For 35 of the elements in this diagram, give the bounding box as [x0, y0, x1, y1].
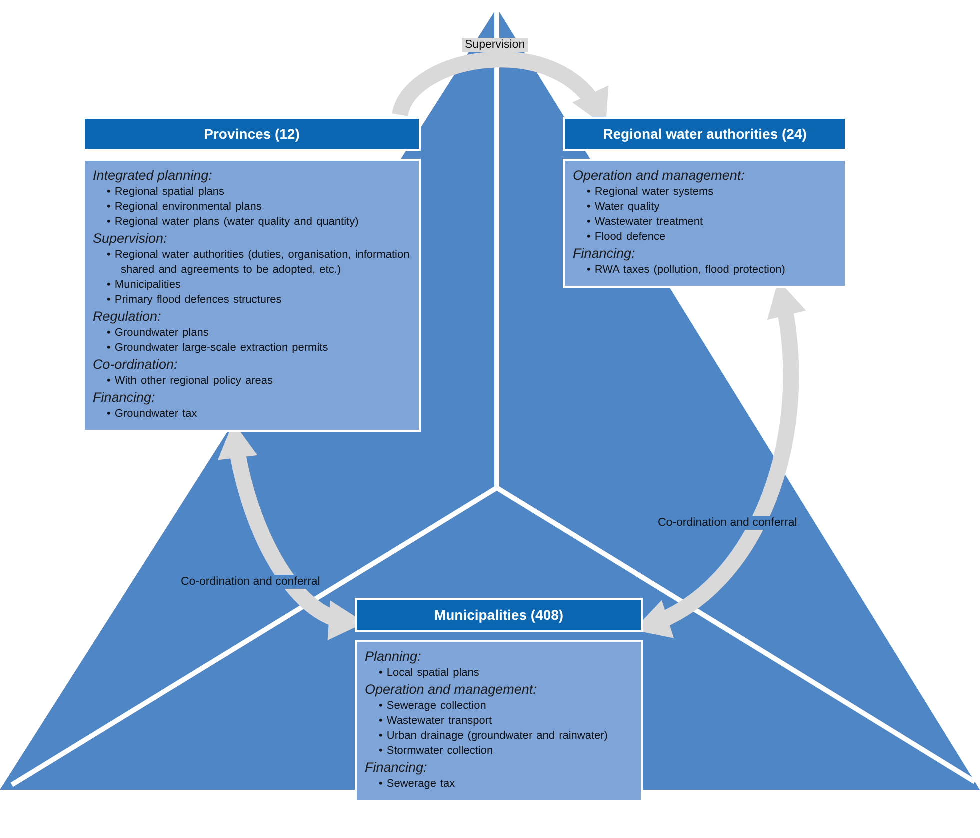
section-heading: Supervision: — [93, 230, 168, 248]
section-heading: Financing: — [365, 759, 428, 777]
list-item: • With other regional policy areas — [107, 374, 274, 389]
list-item: • Groundwater tax — [107, 407, 198, 422]
section-heading: Financing: — [93, 389, 156, 407]
list-item: • Wastewater treatment — [587, 215, 704, 230]
list-item: • Wastewater transport — [379, 714, 494, 729]
list-item: • Municipalities — [107, 278, 182, 293]
section-heading: Planning: — [365, 648, 422, 666]
list-item: • Groundwater plans — [107, 326, 210, 341]
section-heading: Co-ordination: — [93, 356, 179, 374]
section-heading: Integrated planning: — [93, 167, 214, 185]
list-item: • Regional water authorities (duties, organisation, information shared and agreements to be adopted, etc.) — [107, 248, 411, 278]
edge-label: Supervision — [462, 38, 528, 52]
list-item: • Sewerage collection — [379, 699, 488, 714]
section-heading: Operation and management: — [365, 681, 538, 699]
list-item: • Regional water systems — [587, 185, 715, 200]
list-item: • Regional water plans (water quality and quantity) — [107, 215, 360, 230]
list-item: • Primary flood defences structures — [107, 293, 283, 308]
section-heading: Financing: — [573, 245, 636, 263]
header-bar: Municipalities (408) — [355, 598, 643, 632]
list-item: • Stormwater collection — [379, 744, 494, 759]
list-item: • Sewerage tax — [379, 777, 456, 792]
list-item: • Regional environmental plans — [107, 200, 263, 215]
header-bar: Regional water authorities (24) — [563, 117, 847, 151]
list-item: • Urban drainage (groundwater and rainwater) — [379, 729, 609, 744]
list-item: • RWA taxes (pollution, flood protection) — [587, 263, 786, 278]
list-item: • Regional spatial plans — [107, 185, 226, 200]
section-heading: Operation and management: — [573, 167, 746, 185]
list-item: • Groundwater large-scale extraction permits — [107, 341, 330, 356]
list-item: • Local spatial plans — [379, 666, 480, 681]
header-bar: Provinces (12) — [83, 117, 421, 151]
list-item: • Flood defence — [587, 230, 667, 245]
section-heading: Regulation: — [93, 308, 162, 326]
list-item: • Water quality — [587, 200, 661, 215]
